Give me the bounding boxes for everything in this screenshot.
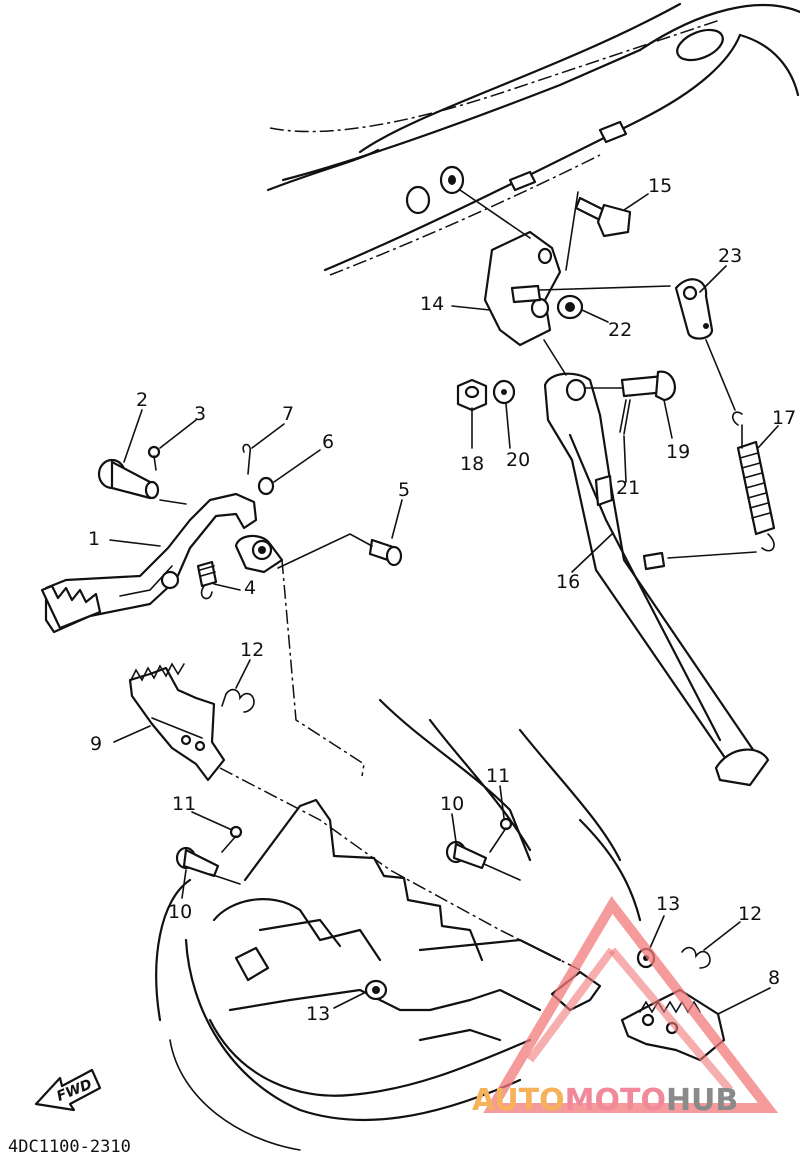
washer-6 [257, 476, 275, 496]
pivot-shaft-2 [97, 458, 160, 500]
callout-21: 21 [616, 477, 640, 499]
callout-12-right: 12 [738, 903, 762, 925]
spring-12-left [221, 688, 255, 713]
leader-lines [109, 193, 779, 1015]
cotter-11-right [489, 817, 513, 853]
washer-20 [492, 379, 516, 405]
cotter-11-left [221, 825, 243, 853]
sidestand [543, 339, 770, 787]
callout-3: 3 [194, 403, 206, 425]
collar-22 [510, 284, 671, 320]
callout-labels: 1 2 3 4 5 6 7 8 9 10 10 11 11 12 12 13 1… [88, 175, 796, 1025]
pin-5 [277, 533, 403, 569]
callout-6: 6 [322, 431, 334, 453]
spring-12-right [681, 946, 711, 969]
cotter-pin-7 [242, 443, 251, 475]
brake-pedal [40, 492, 284, 634]
bolt-15 [565, 191, 632, 271]
callout-13-right: 13 [656, 893, 680, 915]
callout-4: 4 [244, 577, 256, 599]
callout-13-left: 13 [306, 1003, 330, 1025]
watermark-moto: MOTO [565, 1083, 666, 1118]
pin-10-left [175, 846, 241, 885]
callout-1: 1 [88, 528, 100, 550]
callout-11-left: 11 [172, 793, 196, 815]
callout-18: 18 [460, 453, 484, 475]
callout-14: 14 [420, 293, 444, 315]
callout-11-right: 11 [486, 765, 510, 787]
watermark-hub: HUB [666, 1083, 738, 1118]
spring-17 [642, 339, 776, 571]
callout-15: 15 [648, 175, 672, 197]
callout-10-right: 10 [440, 793, 464, 815]
frame-top-outline [266, 2, 800, 276]
callout-16: 16 [556, 571, 580, 593]
spring-4 [196, 560, 218, 600]
diagram-code: 4DC1100-2310 [8, 1137, 131, 1157]
callout-17: 17 [772, 407, 796, 429]
callout-5: 5 [398, 479, 410, 501]
callout-2: 2 [136, 389, 148, 411]
callout-10-left: 10 [168, 901, 192, 923]
callout-20: 20 [506, 449, 530, 471]
watermark-logo: AUTOMOTOHUB [472, 896, 779, 1118]
sidestand-bracket [459, 189, 562, 347]
fwd-arrow-icon: FWD [34, 1068, 102, 1112]
watermark-auto: AUTO [472, 1083, 565, 1118]
watermark-text: AUTOMOTOHUB [472, 1083, 738, 1118]
bolt-19 [584, 370, 676, 402]
callout-9: 9 [90, 733, 102, 755]
frame-hole [676, 28, 724, 62]
callout-23: 23 [718, 245, 742, 267]
callout-12-left: 12 [240, 639, 264, 661]
callout-8: 8 [768, 967, 780, 989]
spring-plate-23 [674, 278, 714, 340]
pin-10-right [445, 840, 521, 881]
footrest-9 [128, 662, 226, 782]
callout-7: 7 [282, 403, 294, 425]
cotter-pin-21 [619, 399, 631, 435]
callout-22: 22 [608, 319, 632, 341]
nut-18 [456, 378, 488, 412]
cotter-pin-3 [147, 445, 161, 471]
callout-19: 19 [666, 441, 690, 463]
